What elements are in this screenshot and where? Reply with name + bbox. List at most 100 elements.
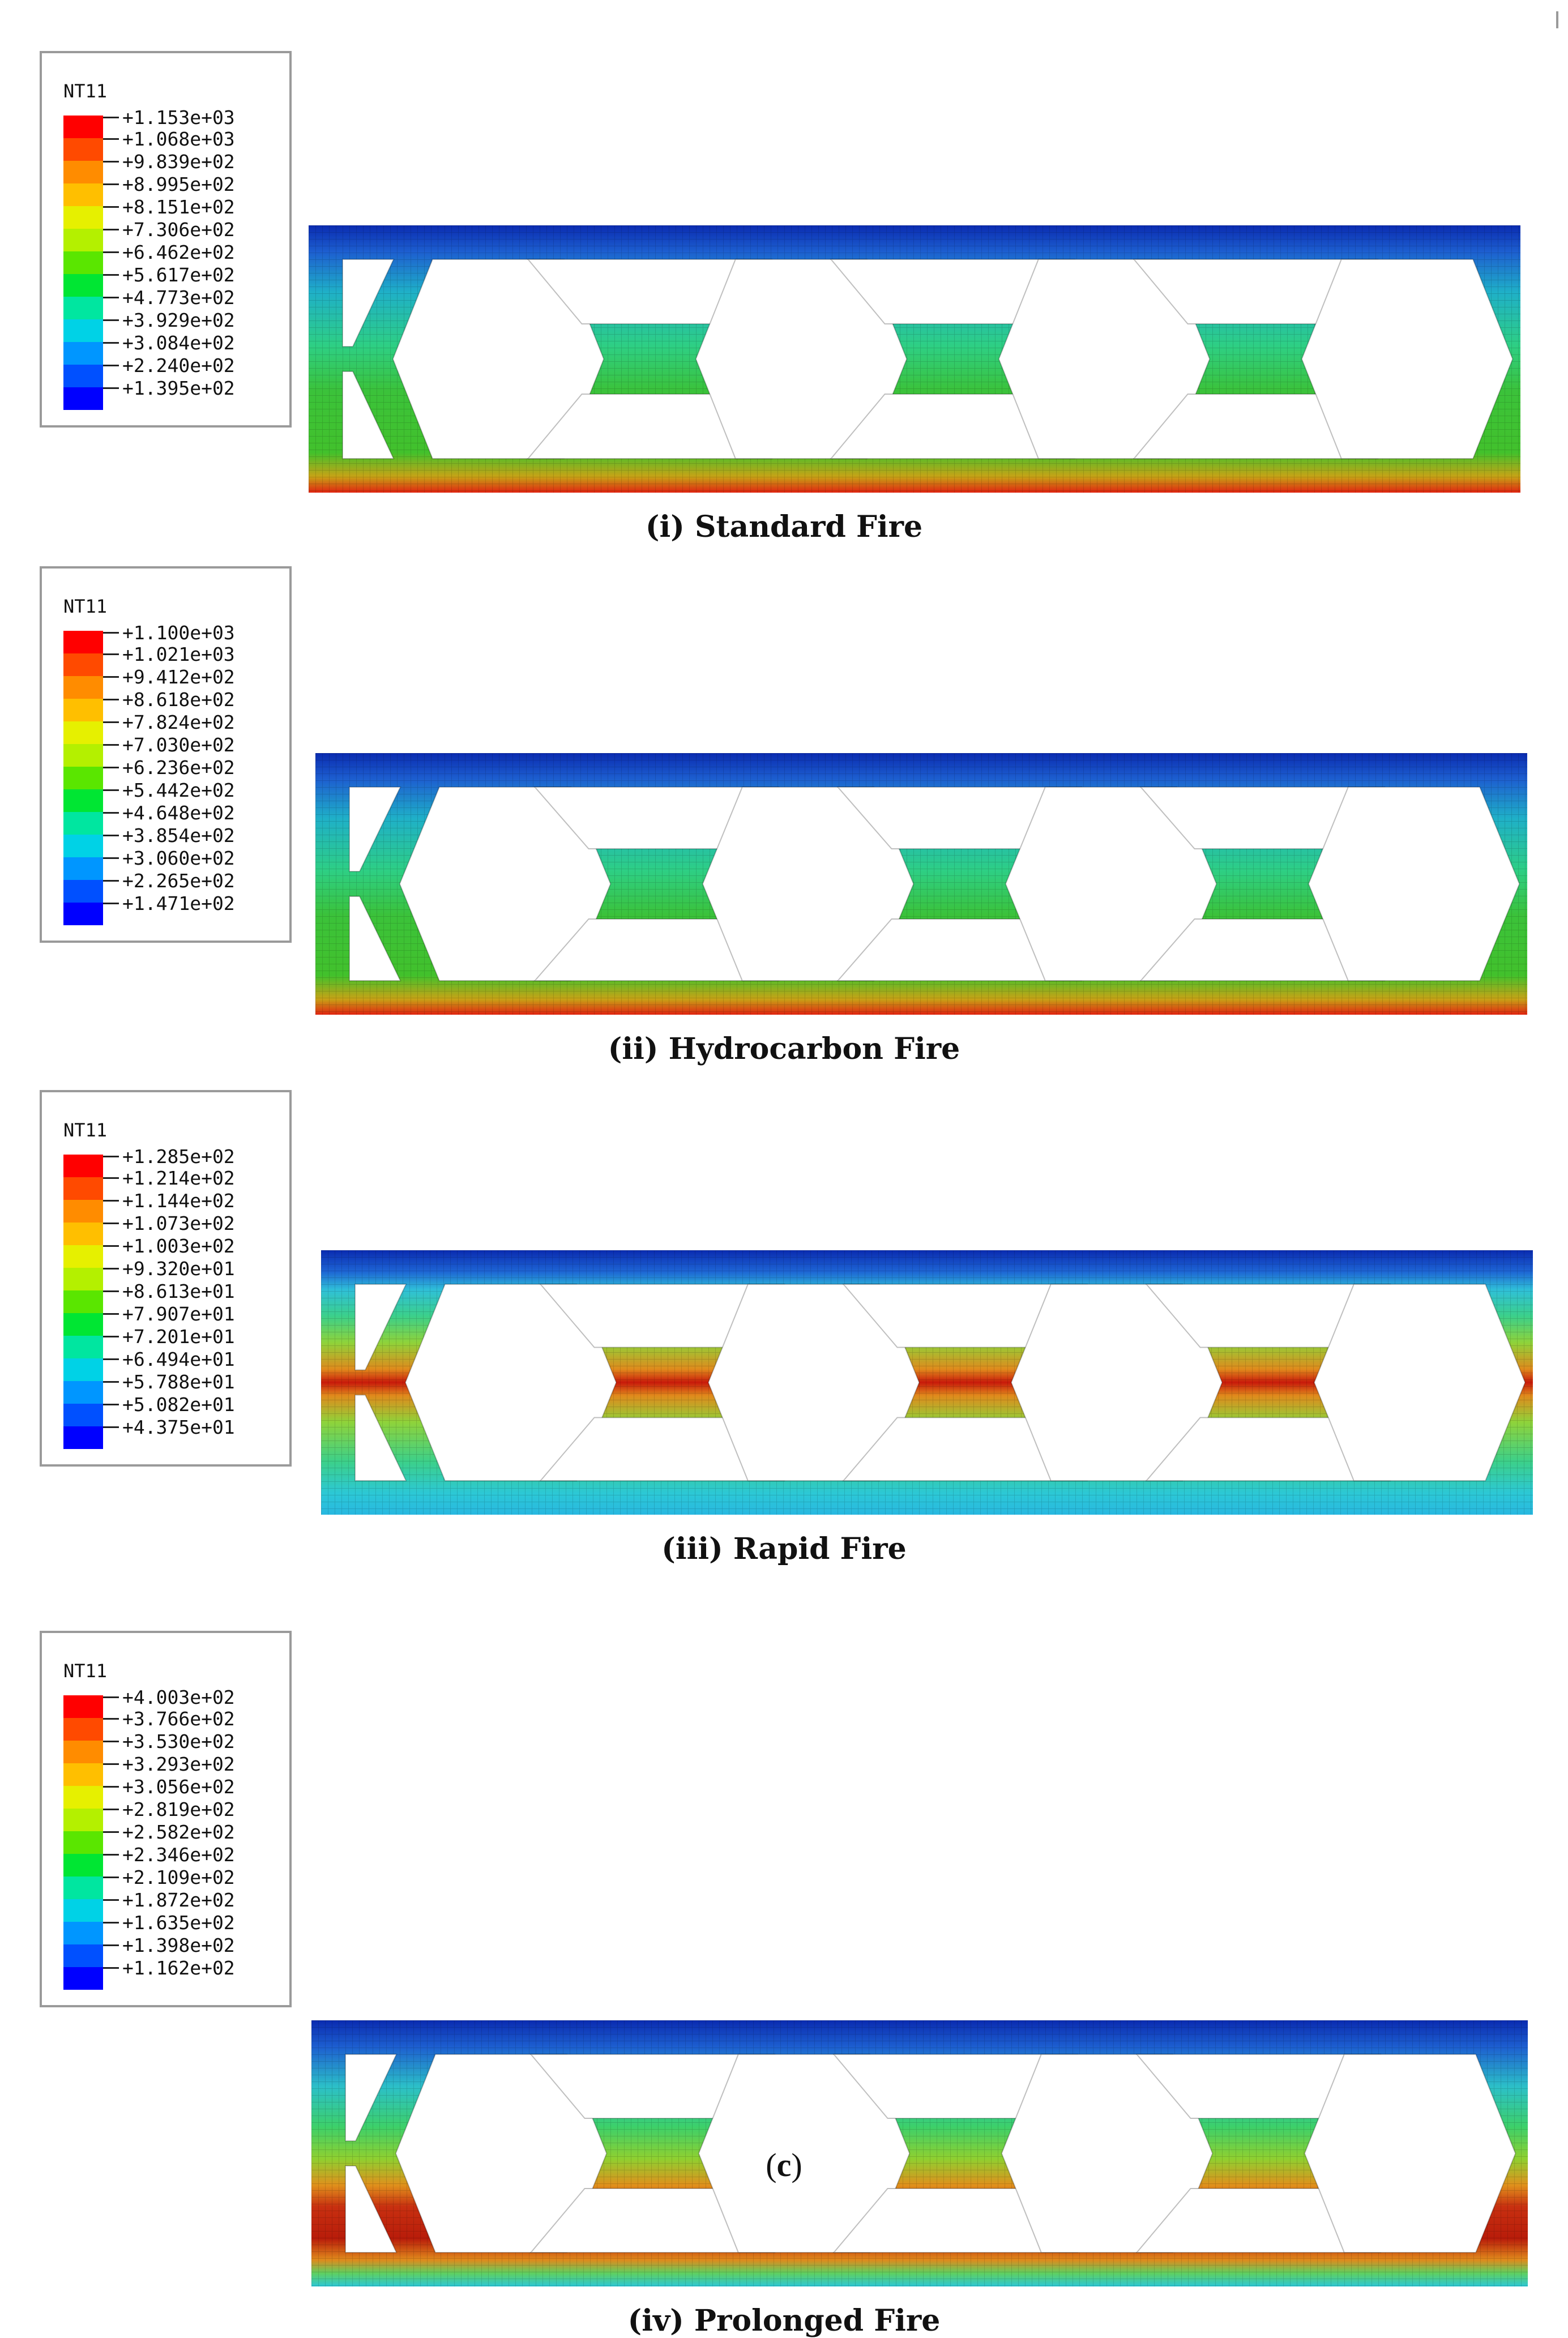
legend-value: +1.100e+03	[122, 622, 235, 644]
legend-title: NT11	[63, 1660, 108, 1682]
figure-label: (c)	[766, 2147, 802, 2183]
legend-value: +4.648e+02	[122, 802, 235, 824]
legend-value: +8.995e+02	[122, 173, 235, 195]
legend-value: +2.240e+02	[122, 354, 235, 377]
legend-tick	[103, 1381, 119, 1383]
web-opening	[702, 787, 915, 981]
web-opening	[1301, 259, 1514, 459]
legend-swatch	[63, 1695, 103, 1718]
web-opening	[354, 1284, 407, 1371]
legend-value: +1.068e+03	[122, 128, 235, 150]
legend-swatch	[63, 251, 103, 274]
legend-value: +2.582e+02	[122, 1821, 235, 1843]
legend-swatch	[63, 1358, 103, 1381]
legend-swatch	[63, 1967, 103, 1990]
legend-tick	[103, 699, 119, 700]
legend-value: +8.618e+02	[122, 689, 235, 711]
legend-value: +4.773e+02	[122, 287, 235, 309]
legend-tick	[103, 721, 119, 723]
legend-value: +3.929e+02	[122, 309, 235, 331]
legend-swatch	[63, 138, 103, 161]
legend-tick	[103, 1741, 119, 1742]
legend-value: +2.346e+02	[122, 1844, 235, 1866]
legend-value: +3.854e+02	[122, 824, 235, 847]
legend-value: +8.151e+02	[122, 196, 235, 218]
legend-swatch	[63, 699, 103, 721]
legend-tick	[103, 319, 119, 321]
legend-color-bar	[63, 1695, 103, 1990]
web-opening	[1005, 787, 1217, 981]
legend-tick	[103, 274, 119, 276]
legend-swatch	[63, 183, 103, 206]
legend-value: +3.293e+02	[122, 1753, 235, 1775]
legend-value: +3.766e+02	[122, 1708, 235, 1730]
legend-swatch	[63, 835, 103, 857]
legend-tick	[103, 1223, 119, 1224]
legend-value: +1.398e+02	[122, 1934, 235, 1956]
legend-tick	[103, 342, 119, 344]
legend-swatch	[63, 1944, 103, 1967]
legend-value: +6.236e+02	[122, 756, 235, 779]
legend-tick	[103, 183, 119, 185]
legend-value: +5.788e+01	[122, 1371, 235, 1393]
legend-swatch	[63, 161, 103, 183]
legend-tick	[103, 1426, 119, 1428]
legend-swatch	[63, 789, 103, 812]
panel-caption: (ii) Hydrocarbon Fire	[608, 1032, 960, 1066]
web-opening	[695, 259, 908, 459]
legend-tick	[103, 1786, 119, 1788]
legend-tick	[103, 1200, 119, 1202]
legend-value: +1.162e+02	[122, 1957, 235, 1979]
web-opening	[998, 259, 1211, 459]
legend-tick	[103, 387, 119, 389]
legend-value: +7.907e+01	[122, 1303, 235, 1325]
web-opening	[707, 1284, 920, 1481]
legend-tick	[103, 1922, 119, 1924]
legend-tick	[103, 229, 119, 230]
legend-swatch	[63, 1718, 103, 1741]
legend-tick	[103, 1696, 119, 1698]
legend-tick	[103, 1404, 119, 1405]
web-opening	[1010, 1284, 1223, 1481]
legend-value: +1.153e+03	[122, 106, 235, 129]
legend-value: +5.082e+01	[122, 1394, 235, 1416]
legend-tick	[103, 1313, 119, 1315]
legend-swatch	[63, 1336, 103, 1358]
legend-color-bar	[63, 1155, 103, 1449]
legend-tick	[103, 1245, 119, 1247]
web-opening	[349, 896, 401, 981]
legend-value: +1.872e+02	[122, 1889, 235, 1911]
legend-tick	[103, 857, 119, 859]
legend-swatch	[63, 1854, 103, 1877]
legend-value: +2.265e+02	[122, 870, 235, 892]
legend-swatch	[63, 1831, 103, 1854]
legend-tick	[103, 1877, 119, 1878]
panel-caption: (iv) Prolonged Fire	[627, 2303, 941, 2338]
legend-value: +6.462e+02	[122, 241, 235, 263]
legend-swatch	[63, 1809, 103, 1831]
legend-value: +4.003e+02	[122, 1686, 235, 1708]
legend-tick	[103, 653, 119, 655]
legend-value: +8.613e+01	[122, 1280, 235, 1302]
web-opening	[1313, 1284, 1526, 1481]
legend-box: NT11 +4.003e+02+3.766e+02+3.530e+02+3.293…	[40, 1631, 292, 2007]
legend-tick	[103, 1967, 119, 1969]
legend-value: +5.617e+02	[122, 264, 235, 286]
legend-value: +9.839e+02	[122, 151, 235, 173]
web-opening	[1308, 787, 1520, 981]
legend-value: +5.442e+02	[122, 779, 235, 801]
legend-tick	[103, 632, 119, 634]
legend-value: +3.530e+02	[122, 1730, 235, 1753]
legend-swatch	[63, 1313, 103, 1336]
legend-value: +4.375e+01	[122, 1416, 235, 1438]
legend-swatch	[63, 1223, 103, 1245]
legend-swatch	[63, 1268, 103, 1290]
legend-swatch	[63, 857, 103, 880]
legend-swatch	[63, 880, 103, 903]
legend-swatch	[63, 1155, 103, 1177]
legend-swatch	[63, 342, 103, 365]
legend-color-bar	[63, 116, 103, 410]
legend-value: +9.412e+02	[122, 666, 235, 688]
legend-swatch	[63, 1877, 103, 1899]
legend-tick	[103, 1290, 119, 1292]
